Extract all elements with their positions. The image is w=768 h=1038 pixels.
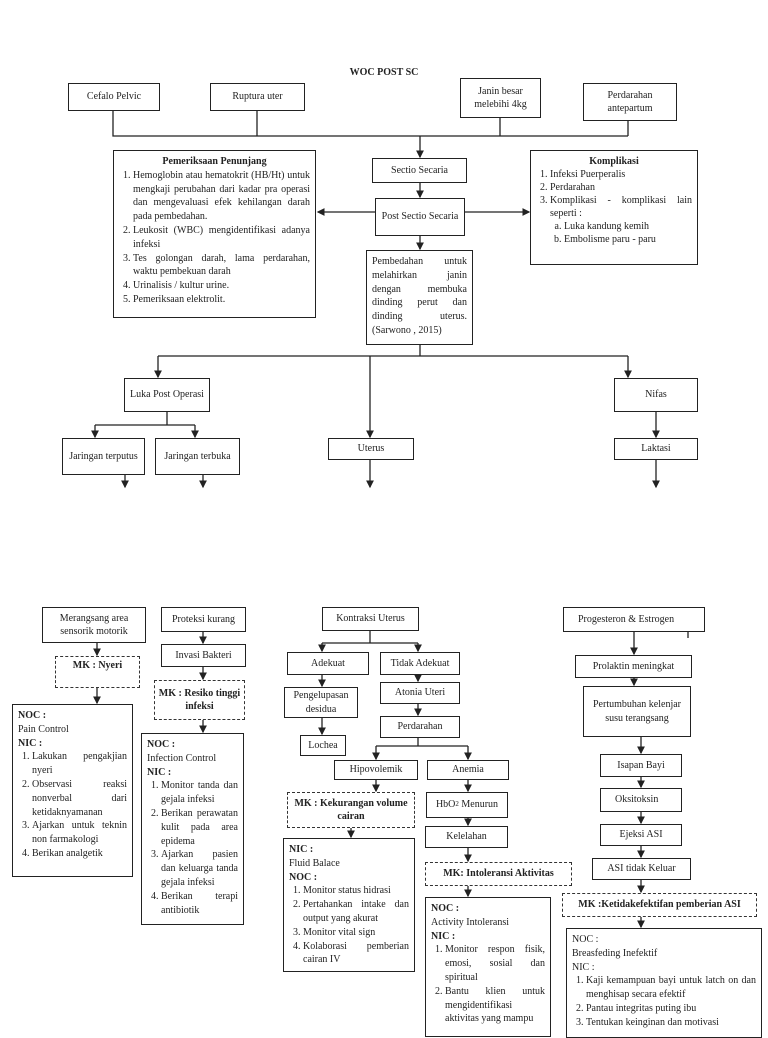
nyeri-noc-nic-box: NOC : Pain Control NIC : Lakukan pengakj… (12, 704, 133, 877)
post-sectio-box: Post Sectio Secaria (375, 198, 465, 236)
progesteron-box: Progesteron & Estrogen (563, 607, 705, 632)
list-item: Embolisme paru - paru (564, 233, 692, 246)
noc-value: Pain Control (18, 723, 69, 735)
list-item: Pemeriksaan elektrolit. (133, 293, 310, 307)
list-item: Kolaborasi pemberian cairan IV (303, 940, 409, 968)
nic-label: NIC : (147, 766, 172, 778)
asi-tidak-keluar-box: ASI tidak Keluar (592, 858, 691, 880)
invasi-bakteri-box: Invasi Bakteri (161, 644, 246, 667)
list-item: Ajarkan pasien dan keluarga tanda gejala… (161, 848, 238, 889)
list-item: Pertahankan intake dan output yang akura… (303, 898, 409, 926)
definition-text: Pembedahan untuk melahirkan janin dengan… (372, 256, 467, 336)
laktasi-box: Laktasi (614, 438, 698, 460)
list-item: Infeksi Puerperalis (550, 168, 692, 181)
prolaktin-box: Prolaktin meningkat (575, 655, 692, 678)
list-item: Leukosit (WBC) mengidentifikasi adanya i… (133, 224, 310, 252)
ejeksi-asi-box: Ejeksi ASI (600, 824, 682, 846)
asi-noc-nic-box: NOC : Breasfeding Inefektif NIC : Kaji k… (566, 928, 762, 1038)
pertumbuhan-box: Pertumbuhan kelenjar susu terangsang (583, 686, 691, 737)
list-item: Monitor respon fisik, emosi, sosial dan … (445, 943, 545, 984)
mk-ketidakefektifan-asi-box: MK :Ketidakefektifan pemberian ASI (562, 893, 757, 917)
kontraksi-uterus-box: Kontraksi Uterus (322, 607, 419, 631)
perdarahan-box: Perdarahan (380, 716, 460, 738)
list-item: Tes golongan darah, lama perdarahan, wak… (133, 252, 310, 280)
hbo2-rest: Menurun (458, 799, 499, 811)
merangsang-box: Merangsang area sensorik motorik (42, 607, 146, 643)
noc-label: NOC : (572, 934, 599, 945)
noc-value: Infection Control (147, 752, 217, 764)
hbo2-sub: 2 (455, 800, 459, 809)
komplikasi-box: Komplikasi Infeksi PuerperalisPerdarahan… (530, 150, 698, 265)
nifas-box: Nifas (614, 378, 698, 412)
noc-value: Breasfeding Inefektif (572, 947, 658, 959)
komplikasi-title: Komplikasi (589, 156, 639, 167)
jaringan-terbuka-box: Jaringan terbuka (155, 438, 240, 475)
list-item: Luka kandung kemih (564, 220, 692, 233)
nic-label: NIC : (289, 844, 314, 855)
list-item: Observasi reaksi nonverbal dari ketidakn… (32, 778, 127, 819)
mk-resiko-infeksi-box: MK : Resiko tinggi infeksi (154, 680, 245, 720)
list-item: Monitor tanda dan gejala infeksi (161, 779, 238, 807)
list-item: Berikan analgetik (32, 847, 127, 861)
mk-kekurangan-cairan-box: MK : Kekurangan volume cairan (287, 792, 415, 828)
anemia-box: Anemia (427, 760, 509, 780)
aktivitas-noc-nic-box: NOC : Activity Intoleransi NIC : Monitor… (425, 897, 551, 1037)
oksitoksin-box: Oksitoksin (600, 788, 682, 812)
list-item: Perdarahan (550, 181, 692, 194)
uterus-box: Uterus (328, 438, 414, 460)
jaringan-terputus-box: Jaringan terputus (62, 438, 145, 475)
luka-post-operasi-box: Luka Post Operasi (124, 378, 210, 412)
diagram-title: WOC POST SC (349, 67, 419, 78)
atonia-uteri-box: Atonia Uteri (380, 682, 460, 704)
list-item: Pantau integritas puting ibu (586, 1002, 756, 1016)
list-item: Lakukan pengakjian nyeri (32, 750, 127, 778)
noc-label: NOC : (431, 903, 460, 914)
noc-value: Activity Intoleransi (431, 916, 510, 928)
infeksi-noc-nic-box: NOC : Infection Control NIC : Monitor ta… (141, 733, 244, 925)
tidak-adekuat-box: Tidak Adekuat (380, 652, 460, 675)
cause-perdarahan: Perdarahan antepartum (583, 83, 677, 121)
nic-label: NIC : (18, 737, 43, 749)
list-item: Komplikasi - komplikasi lain seperti : L… (550, 194, 692, 246)
definition-box: Pembedahan untuk melahirkan janin dengan… (366, 250, 473, 345)
list-item: Hemoglobin atau hematokrit (HB/Ht) untuk… (133, 169, 310, 224)
nic-value: Fluid Balace (289, 857, 340, 869)
list-item: Tentukan keinginan dan motivasi (586, 1016, 756, 1030)
list-item-text: Komplikasi - komplikasi lain seperti : (550, 195, 692, 219)
sectio-secaria-box: Sectio Secaria (372, 158, 467, 183)
pemeriksaan-title: Pemeriksaan Penunjang (162, 156, 267, 167)
list-item: Bantu klien untuk mengidentifikasi aktiv… (445, 985, 545, 1026)
kelelahan-box: Kelelahan (425, 826, 508, 848)
hbo2-text: HbO (435, 799, 456, 811)
cause-janin-besar: Janin besar melebihi 4kg (460, 78, 541, 118)
hipovolemik-box: Hipovolemik (334, 760, 418, 780)
cause-ruptura-uter: Ruptura uter (210, 83, 305, 111)
mk-nyeri-box: MK : Nyeri (55, 656, 140, 688)
list-item: Monitor status hidrasi (303, 884, 409, 898)
list-item: Ajarkan untuk teknin non farmakologi (32, 819, 127, 847)
pemeriksaan-box: Pemeriksaan Penunjang Hemoglobin atau he… (113, 150, 316, 318)
cause-cefalo-pelvic: Cefalo Pelvic (68, 83, 160, 111)
pengelupasan-box: Pengelupasan desidua (284, 687, 358, 718)
isapan-bayi-box: Isapan Bayi (600, 754, 682, 777)
proteksi-kurang-box: Proteksi kurang (161, 607, 246, 632)
list-item: Berikan terapi antibiotik (161, 890, 238, 918)
list-item: Monitor vital sign (303, 926, 409, 940)
mk-intoleransi-box: MK: Intoleransi Aktivitas (425, 862, 572, 886)
noc-label: NOC : (18, 710, 47, 721)
lochea-box: Lochea (300, 735, 346, 756)
cairan-nic-noc-box: NIC : Fluid Balace NOC : Monitor status … (283, 838, 415, 973)
nic-label: NIC : (572, 961, 595, 973)
list-item: Urinalisis / kultur urine. (133, 279, 310, 293)
noc-label: NOC : (147, 739, 176, 750)
adekuat-box: Adekuat (287, 652, 369, 675)
noc-label: NOC : (289, 871, 318, 883)
list-item: Kaji kemampuan bayi untuk latch on dan m… (586, 974, 756, 1002)
nic-label: NIC : (431, 930, 456, 942)
list-item: Berikan perawatan kulit pada area epidem… (161, 807, 238, 848)
